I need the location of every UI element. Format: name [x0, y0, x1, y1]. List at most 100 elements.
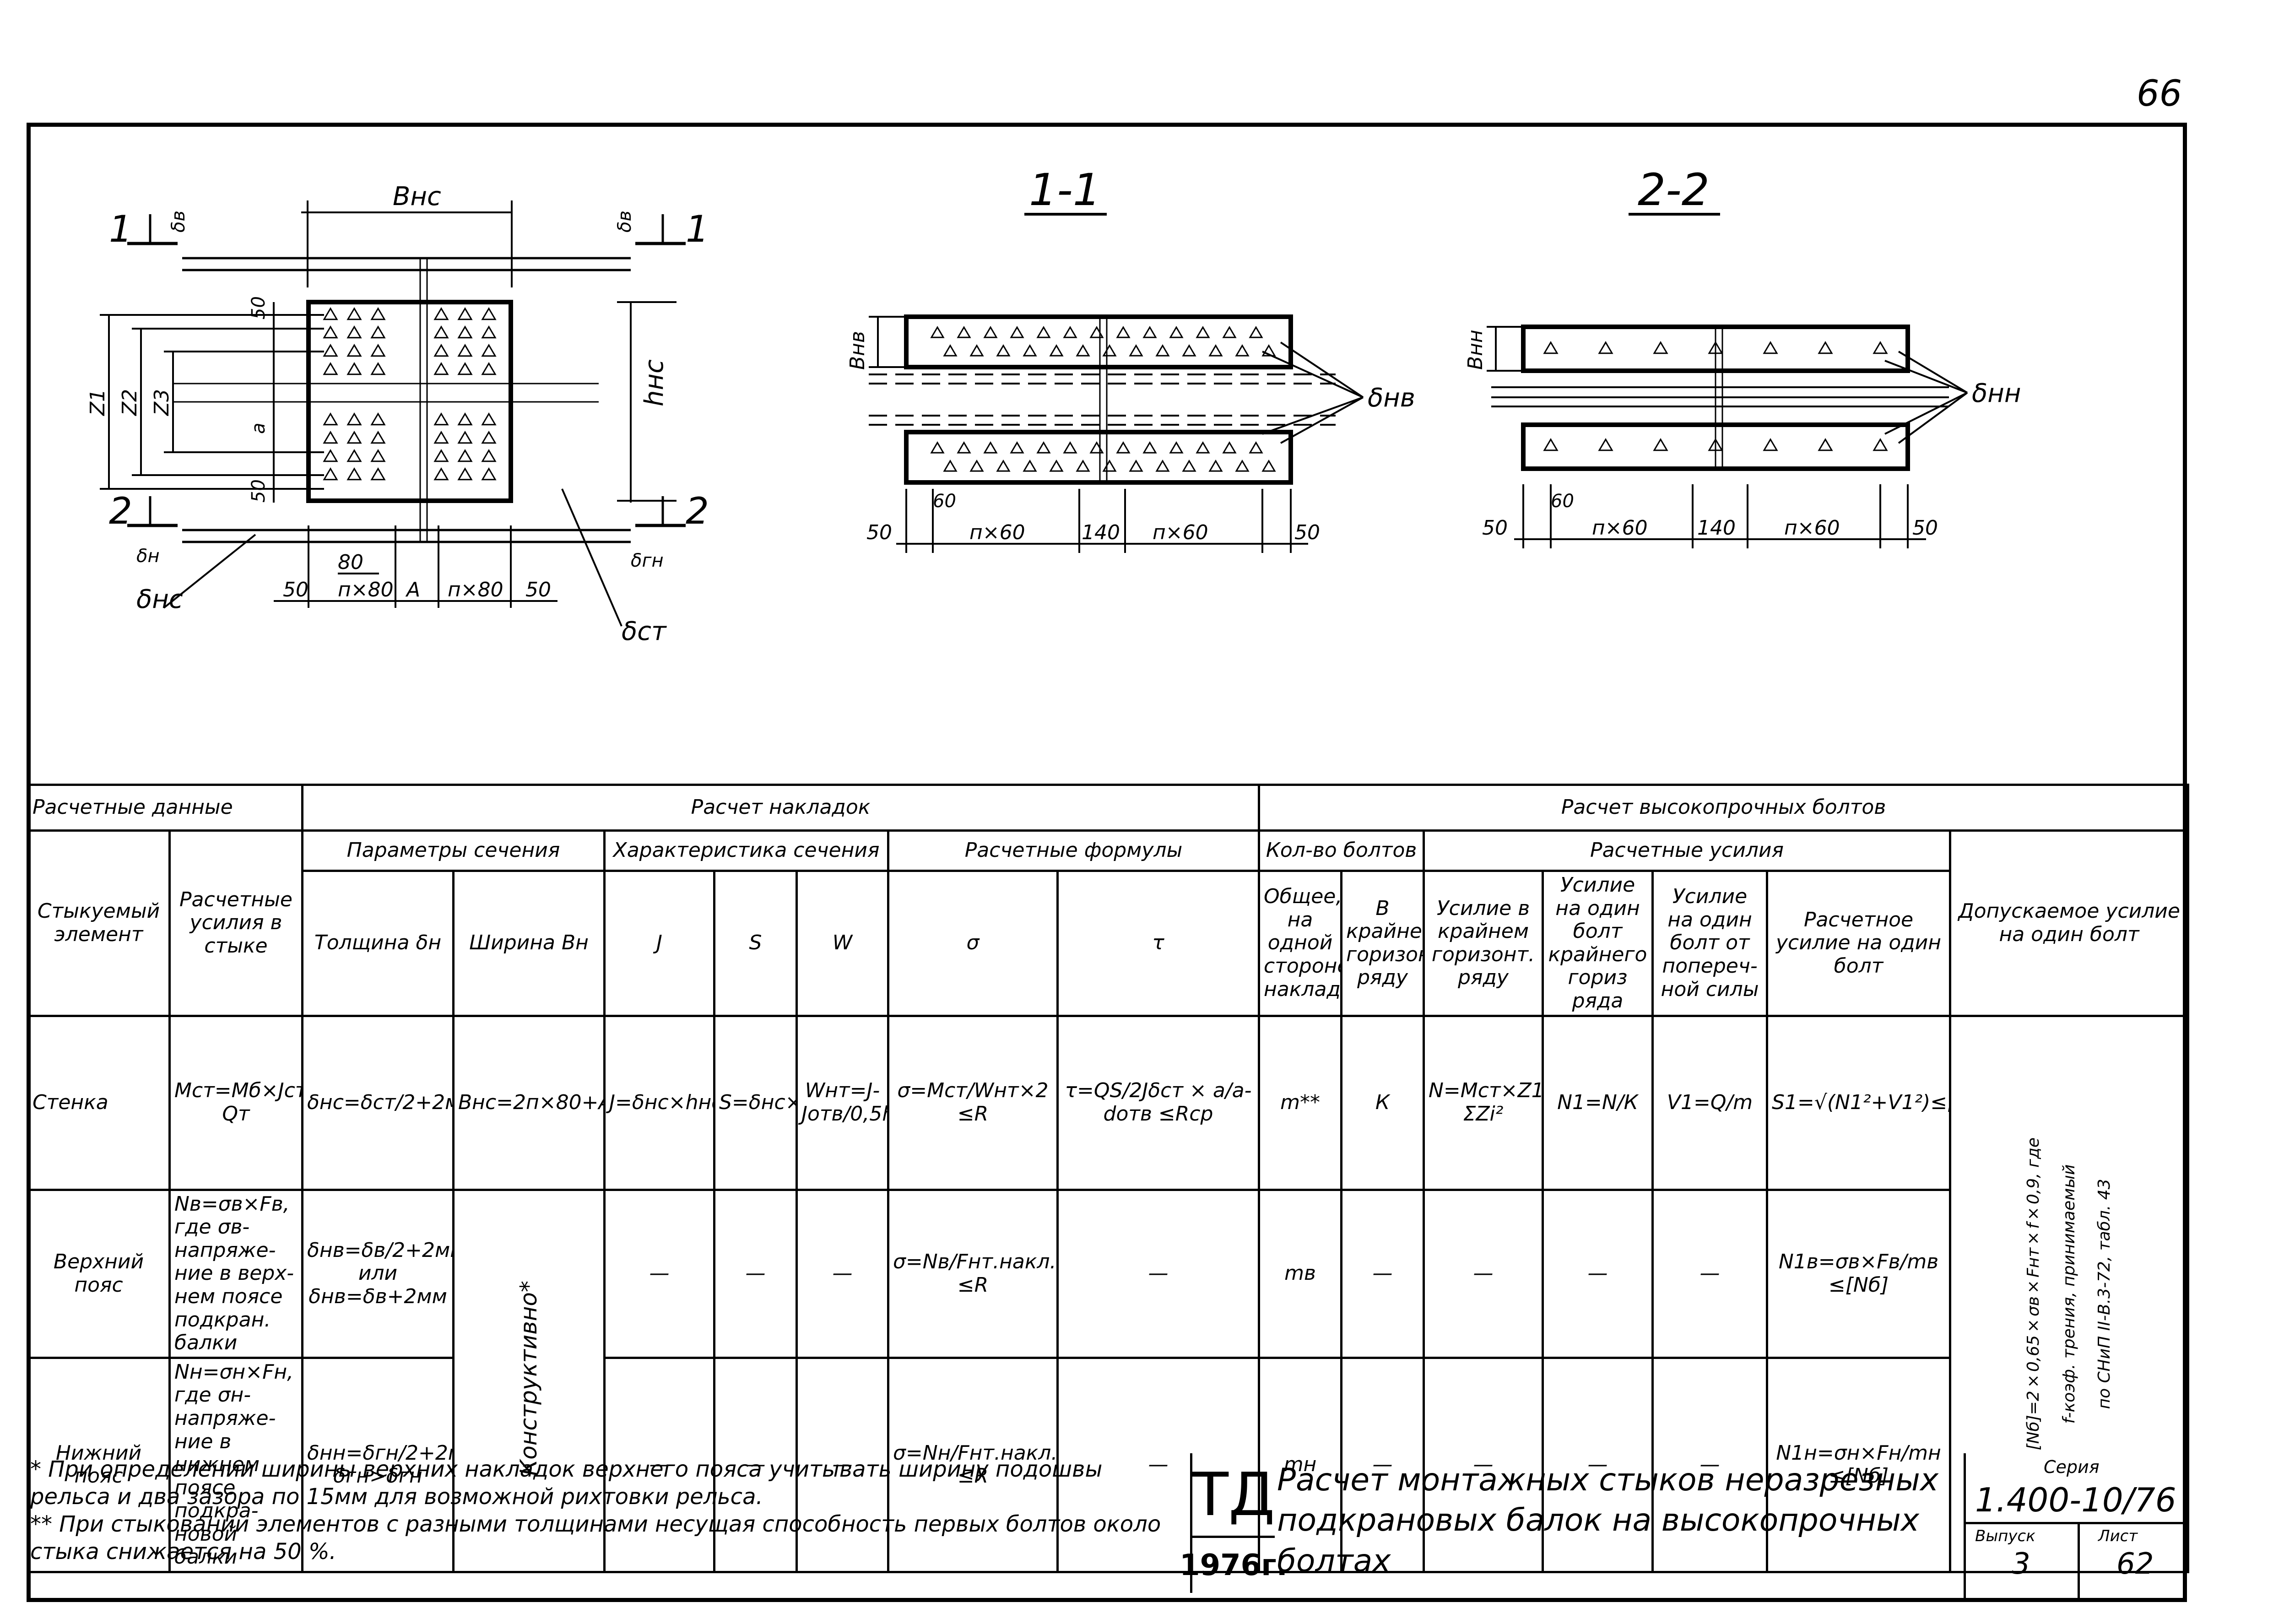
cell-force-shear: —: [1651, 1188, 1769, 1359]
cell-force-row: N=Мст×Z1/ΣZi²: [1423, 1014, 1544, 1191]
dim-nx60-s2-right: п×60: [1784, 516, 1840, 540]
upper-flange-plate: [904, 314, 1293, 369]
cell-J: —: [603, 1188, 715, 1359]
cell-in-row: К: [1340, 1014, 1425, 1191]
cell-tau: τ=QS/2Jδст × а/а-dотв ≤Rср: [1056, 1014, 1261, 1191]
dim-bnv: Внв: [846, 331, 869, 370]
bolt-icon: [1261, 344, 1276, 357]
dim-z3: Z3: [150, 389, 173, 416]
bolt-icon: [1261, 460, 1276, 472]
bolt-icon: [1142, 441, 1157, 454]
bolt-icon: [346, 467, 362, 481]
dim-dnc: δнс: [136, 585, 183, 614]
bolt-icon: [346, 431, 362, 444]
bolt-icon: [1708, 341, 1723, 354]
bolt-icon: [1235, 460, 1250, 472]
bolt-icon: [1222, 441, 1237, 454]
bolt-icon: [1763, 341, 1778, 354]
sheet-value: 62: [2116, 1547, 2154, 1581]
dim-140-s1: 140: [1082, 521, 1120, 544]
bolt-icon: [1818, 341, 1833, 354]
bolt-icon: [323, 307, 338, 320]
sheet-label: Лист: [2098, 1527, 2138, 1545]
dim-dnn: δнн: [1972, 379, 2021, 408]
bolt-icon: [433, 362, 449, 375]
bolt-icon: [1182, 460, 1196, 472]
bolt-icon: [481, 467, 497, 481]
dim-50-top: 50: [248, 296, 269, 319]
cell-forces: Nв=σв×Fв, где σв-напряже-ние в верх-нем …: [168, 1188, 303, 1359]
header-force-row: Усилие в крайнем горизонт. ряду: [1423, 870, 1544, 1017]
sheet-number: 66: [2137, 73, 2182, 114]
bolt-icon: [457, 449, 473, 462]
org-block: ТД 1976г.: [1180, 1453, 1288, 1593]
cell-W: Wнт=J-Jотв/0,5hнс: [796, 1014, 889, 1191]
dim-140-s2: 140: [1697, 516, 1736, 540]
cell-width: Внс=2п×80+А+100: [452, 1014, 606, 1191]
lower-flange-plate: [904, 430, 1293, 485]
cell-force-one: N1=N/К: [1542, 1014, 1654, 1191]
dim-z2: Z2: [118, 389, 141, 416]
bolt-icon: [1196, 441, 1210, 454]
footnote-2: ** При стыковании элементов с разными то…: [30, 1511, 1161, 1564]
bolt-icon: [943, 460, 958, 472]
header-W: W: [796, 870, 889, 1017]
bolt-icon: [370, 344, 386, 357]
bolt-icon: [481, 325, 497, 339]
bolt-icon: [1063, 326, 1077, 338]
bolt-icon: [1036, 441, 1051, 454]
bolt-icon: [996, 344, 1011, 357]
cell-sigma: σ=Мст/Wнт×2 ≤R: [887, 1014, 1059, 1191]
bolt-icon: [323, 362, 338, 375]
bolt-icon: [1249, 441, 1263, 454]
bolt-icon: [346, 344, 362, 357]
drawings-area: 1 1 2 2 1-1 2-2 Внс hнс δв δв δн δгн δнс…: [86, 164, 2021, 646]
bolt-icon: [969, 460, 984, 472]
header-width: Ширина Вн: [452, 870, 606, 1017]
footnotes: * При определении ширины верхних накладо…: [30, 1456, 1184, 1565]
cell-force-design: S1=√(N1²+V1²)≤[Nб]: [1766, 1014, 1952, 1191]
bolt-icon: [346, 307, 362, 320]
dim-nx60-s1-left: п×60: [969, 521, 1025, 544]
bolt-icon: [346, 362, 362, 375]
bolt-icon: [1182, 344, 1196, 357]
bolt-icon: [1208, 344, 1223, 357]
bolt-icon: [323, 412, 338, 426]
cell-force-one: —: [1542, 1356, 1654, 1574]
dim-80: 80: [338, 551, 363, 574]
bolt-icon: [457, 412, 473, 426]
cell-in-row: —: [1340, 1356, 1425, 1574]
series-label: Серия: [2044, 1457, 2100, 1477]
bolt-icon: [1155, 344, 1170, 357]
cell-force-row: —: [1423, 1188, 1544, 1359]
cell-sigma: σ=Nн/Fнт.накл. ≤R: [887, 1356, 1059, 1574]
cell-element: Нижний пояс: [27, 1356, 171, 1574]
bolt-icon: [957, 441, 971, 454]
bolt-icon: [457, 307, 473, 320]
bolt-icon: [969, 344, 984, 357]
bolt-icon: [370, 412, 386, 426]
dim-dv-right: δв: [614, 211, 635, 233]
bolt-icon: [1169, 441, 1184, 454]
dim-bnc: Внс: [393, 182, 441, 211]
table-row: Верхний пояс Nв=σв×Fв, где σв-напряже-ни…: [27, 1188, 2188, 1574]
bolt-icon: [1129, 460, 1143, 472]
bolt-symbols: [323, 307, 1888, 481]
bolt-icon: [1653, 341, 1668, 354]
bolt-icon: [481, 307, 497, 320]
bolt-icon: [1089, 441, 1104, 454]
header-force-design: Расчетное усилие на один болт: [1766, 870, 1952, 1017]
plan-section-2-right: 2: [686, 490, 709, 532]
bolt-icon: [1763, 438, 1778, 451]
issue-label: Выпуск: [1975, 1527, 2035, 1545]
header-thickness: Толщина δн: [301, 870, 455, 1017]
cell-S: —: [713, 1356, 798, 1574]
bolt-icon: [346, 449, 362, 462]
dim-dst: δст: [622, 617, 667, 646]
dim-50-bottom: 50: [248, 479, 269, 503]
bolt-icon: [1142, 326, 1157, 338]
dim-60-s2: 60: [1551, 491, 1574, 512]
allowable-line-2: f-коэф. трения, принимаемый: [2059, 1164, 2078, 1424]
cell-forces: Nн=σн×Fн, где σн-напряже-ние в нижнем по…: [168, 1356, 303, 1574]
dim-dnv: δнв: [1368, 383, 1415, 413]
